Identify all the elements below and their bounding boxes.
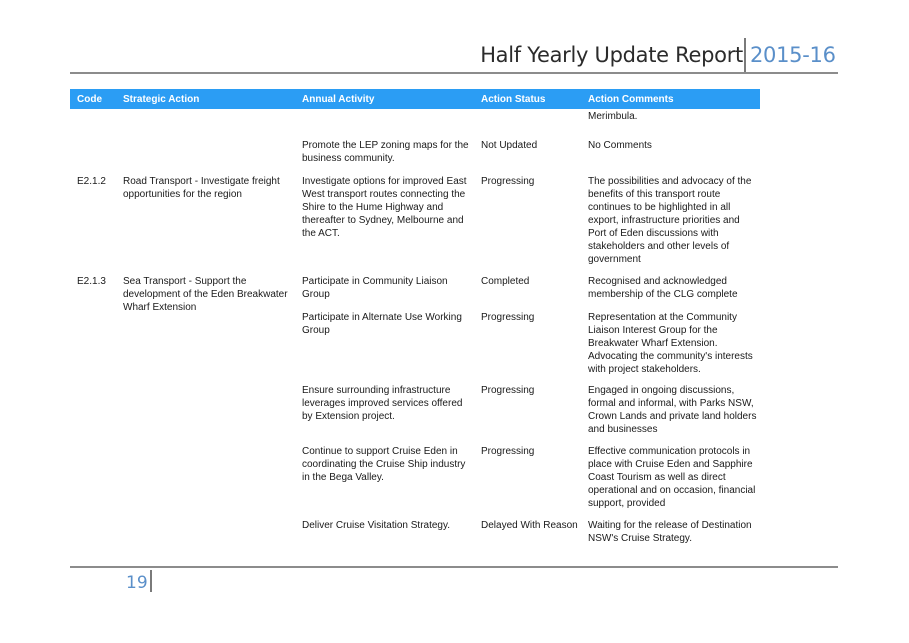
table-cell-comments: Merimbula.: [588, 111, 638, 122]
header-rule: [70, 72, 838, 74]
table-cell-status: Progressing: [481, 446, 535, 457]
table-cell-strategic: Sea Transport - Support the development …: [123, 276, 288, 313]
table-cell-comments: Recognised and acknowledged membership o…: [588, 276, 738, 300]
column-header-code: Code: [77, 94, 102, 105]
table-cell-status: Not Updated: [481, 140, 538, 151]
column-header-annual-activity: Annual Activity: [302, 94, 375, 105]
table-cell-status: Progressing: [481, 312, 535, 323]
table-cell-activity: Investigate options for improved East We…: [302, 176, 467, 239]
column-header-action-status: Action Status: [481, 94, 546, 105]
table-cell-strategic: Road Transport - Investigate freight opp…: [123, 176, 280, 200]
table-cell-activity: Participate in Alternate Use Working Gro…: [302, 312, 462, 336]
title-divider: [744, 38, 746, 72]
table-cell-activity: Continue to support Cruise Eden in coord…: [302, 446, 466, 483]
footer-divider: [150, 570, 152, 592]
report-year: 2015-16: [750, 43, 836, 67]
table-cell-status: Delayed With Reason: [481, 520, 578, 531]
table-cell-code: E2.1.3: [77, 276, 106, 287]
report-header: Half Yearly Update Report 2015-16: [0, 38, 909, 78]
table-cell-activity: Ensure surrounding infrastructure levera…: [302, 385, 463, 422]
table-cell-comments: Engaged in ongoing discussions, formal a…: [588, 385, 757, 435]
column-header-action-comments: Action Comments: [588, 94, 674, 105]
report-title: Half Yearly Update Report: [480, 43, 743, 67]
table-cell-activity: Participate in Community Liaison Group: [302, 276, 448, 300]
table-cell-code: E2.1.2: [77, 176, 106, 187]
table-cell-status: Progressing: [481, 385, 535, 396]
footer-rule: [70, 566, 838, 568]
table-header: Code Strategic Action Annual Activity Ac…: [70, 89, 760, 109]
table-cell-status: Progressing: [481, 176, 535, 187]
table-cell-activity: Deliver Cruise Visitation Strategy.: [302, 520, 451, 531]
table-cell-comments: Effective communication protocols in pla…: [588, 446, 756, 509]
table-cell-status: Completed: [481, 276, 530, 287]
table-cell-activity: Promote the LEP zoning maps for the busi…: [302, 140, 469, 164]
table-cell-comments: Waiting for the release of Destination N…: [588, 520, 752, 544]
column-header-strategic-action: Strategic Action: [123, 94, 200, 105]
table-cell-comments: Representation at the Community Liaison …: [588, 312, 753, 375]
page-number: 19: [126, 573, 148, 593]
table-cell-comments: No Comments: [588, 140, 652, 151]
table-cell-comments: The possibilities and advocacy of the be…: [588, 176, 752, 265]
